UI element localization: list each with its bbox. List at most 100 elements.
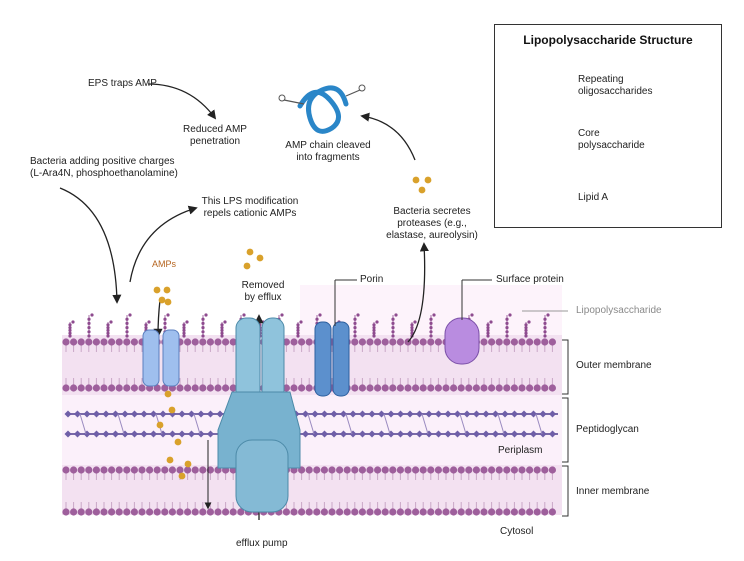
peptidoglycan-unit [112, 410, 119, 418]
peptidoglycan-unit [435, 430, 442, 438]
bracket-outer-membrane [562, 339, 569, 395]
label-inner-membrane: Inner membrane [576, 486, 650, 497]
lipid-head [427, 384, 435, 392]
lipid-head [396, 466, 404, 474]
lipid-head [548, 508, 557, 516]
lipid-head [510, 384, 518, 392]
label-removed-efflux: Removed by efflux [241, 280, 285, 303]
lipid-head [381, 508, 389, 516]
label-amp-cleaved: AMP chain cleaved into fragments [285, 140, 371, 163]
lipid-head [282, 338, 290, 346]
label-porin: Porin [360, 274, 384, 285]
lipid-head [199, 466, 207, 474]
peptidoglycan-unit [397, 430, 404, 438]
peptidoglycan-unit [178, 430, 186, 438]
lipid-head [541, 338, 549, 346]
arrow-membrane-to-proteases [407, 242, 429, 343]
lipid-head [518, 508, 526, 516]
lipid-head [358, 466, 366, 474]
lipid-head [100, 338, 108, 346]
peptidoglycan-unit [74, 410, 81, 418]
periplasm-band [62, 395, 562, 465]
amp-channel [142, 329, 180, 387]
lipid-head [548, 466, 557, 474]
lipid-head [100, 384, 108, 392]
lipid-head [229, 508, 237, 516]
amp-dot [412, 176, 420, 184]
lipid-head [290, 384, 298, 392]
lipid-head [374, 384, 382, 392]
lipid-head [199, 338, 207, 346]
lipid-head [412, 508, 420, 516]
peptidoglycan-unit [188, 410, 195, 418]
lipid-head [488, 466, 496, 474]
peptidoglycan-unit [378, 430, 385, 438]
lipid-head [290, 508, 298, 516]
lipid-head [488, 508, 496, 516]
lipid-head [176, 384, 184, 392]
amp-dot [184, 460, 192, 468]
lipid-head [374, 508, 382, 516]
peptidoglycan-unit [435, 410, 442, 418]
lipid-head [450, 384, 458, 392]
lipid-head [541, 466, 549, 474]
lipid-head [123, 338, 131, 346]
lipid-head [77, 466, 85, 474]
lipid-head [85, 508, 93, 516]
peptidoglycan-unit [454, 430, 461, 438]
lipid-head [450, 508, 458, 516]
peptidoglycan-unit [406, 430, 414, 438]
peptidoglycan-unit [492, 430, 499, 438]
lipid-head [427, 466, 435, 474]
lipid-head [123, 466, 131, 474]
lipid-head [442, 508, 450, 516]
lipid-head [108, 508, 116, 516]
label-lipopolysaccharide: Lipopolysaccharide [576, 305, 662, 316]
peptidoglycan-unit [321, 410, 328, 418]
lipid-head [138, 466, 146, 474]
lipid-head [206, 508, 214, 516]
lipid-head [427, 338, 435, 346]
lipid-head [495, 384, 503, 392]
label-amps: AMPs [152, 259, 177, 269]
peptidoglycan-unit [131, 430, 138, 438]
peptidoglycan-unit [482, 430, 490, 438]
lipid-head [396, 384, 404, 392]
lipid-head [62, 508, 70, 516]
lipid-head [412, 466, 420, 474]
lipid-head [488, 384, 496, 392]
lipid-head [465, 466, 473, 474]
lipid-head [427, 508, 435, 516]
lipid-head [351, 384, 359, 392]
lipid-head [366, 384, 374, 392]
lipid-head [298, 508, 306, 516]
peptidoglycan-unit [511, 410, 518, 418]
lipid-head [305, 338, 313, 346]
peptidoglycan-unit [549, 430, 556, 438]
lipid-head [92, 466, 100, 474]
legend-title: Lipopolysaccharide Structure [523, 33, 693, 47]
lipid-head [381, 338, 389, 346]
lipid-head [404, 466, 412, 474]
lipid-head [191, 338, 199, 346]
lipid-head [480, 384, 488, 392]
lipid-head [298, 384, 306, 392]
legend-label-repeating: Repeating oligosaccharides [578, 74, 653, 97]
peptidoglycan-unit [102, 410, 110, 418]
lipid-head [533, 338, 541, 346]
lipid-head [503, 508, 511, 516]
lipid-head [153, 466, 161, 474]
lipid-head [450, 466, 458, 474]
peptidoglycan-unit [359, 430, 366, 438]
lipid-head [305, 508, 313, 516]
lipid-head [351, 508, 359, 516]
peptidoglycan-unit [140, 410, 148, 418]
lipid-head [366, 466, 374, 474]
peptidoglycan-unit [112, 430, 119, 438]
peptidoglycan-unit [121, 410, 129, 418]
lipid-head [480, 338, 488, 346]
label-positive-charges: Bacteria adding positive charges (L-Ara4… [30, 156, 178, 179]
lipid-head [108, 466, 116, 474]
lipid-head [442, 466, 450, 474]
amp-dot [164, 390, 172, 398]
